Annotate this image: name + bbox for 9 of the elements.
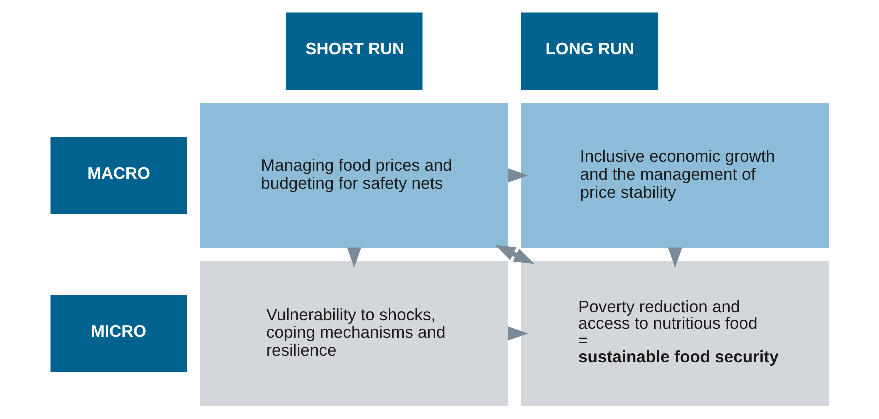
node-box: Managing food prices and budgeting for safety nets <box>200 103 508 248</box>
node-box: SHORT RUN <box>286 12 422 90</box>
node-box: LONG RUN <box>520 12 658 90</box>
node-box: Vulnerability to shocks, coping mechanisms and resilience <box>200 261 508 406</box>
node-box: Poverty reduction and access to nutritious food = sustainable food security <box>520 261 829 406</box>
node-box: Inclusive economic growth and the management of price stability <box>520 103 829 248</box>
node-box: MACRO <box>50 137 187 214</box>
arrow <box>494 245 534 264</box>
node-box: MICRO <box>50 295 187 372</box>
